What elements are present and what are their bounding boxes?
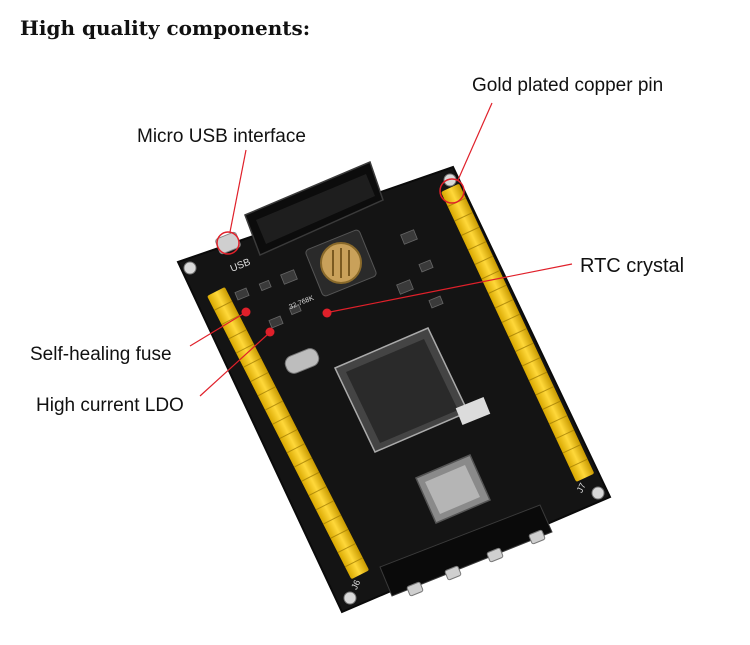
callout-self-healing-fuse: Self-healing fuse xyxy=(30,344,172,365)
leader-gold-pin xyxy=(457,102,493,181)
mcu-chip xyxy=(333,327,470,453)
callout-high-current-ldo: High current LDO xyxy=(36,395,184,416)
marker-rtc xyxy=(322,308,332,318)
crystal-oscillator xyxy=(284,348,320,374)
callout-gold-pin: Gold plated copper pin xyxy=(472,75,664,96)
silk-j6: J6 xyxy=(349,578,362,591)
marker-fuse xyxy=(241,307,251,317)
bottom-header-row xyxy=(379,504,553,597)
marker-usb xyxy=(216,231,240,255)
leader-fuse xyxy=(189,313,244,347)
header-j6 xyxy=(207,287,369,579)
coin-cell-holder xyxy=(305,229,377,297)
callout-micro-usb: Micro USB interface xyxy=(137,126,306,147)
leader-usb xyxy=(229,149,247,233)
callout-markers xyxy=(189,102,573,397)
push-buttons xyxy=(406,529,546,597)
sd-card-slot xyxy=(415,454,491,524)
leader-rtc xyxy=(329,263,573,313)
st-logo xyxy=(455,397,491,425)
marker-gold-pin xyxy=(439,178,465,204)
silk-j7: J7 xyxy=(575,481,588,494)
marker-ldo xyxy=(265,327,275,337)
mounting-holes xyxy=(183,173,605,605)
leader-ldo xyxy=(199,334,268,397)
header-j7 xyxy=(441,184,594,482)
smd-components xyxy=(234,229,444,329)
page-title: High quality components: xyxy=(20,16,311,40)
callout-rtc-crystal: RTC crystal xyxy=(580,255,685,277)
